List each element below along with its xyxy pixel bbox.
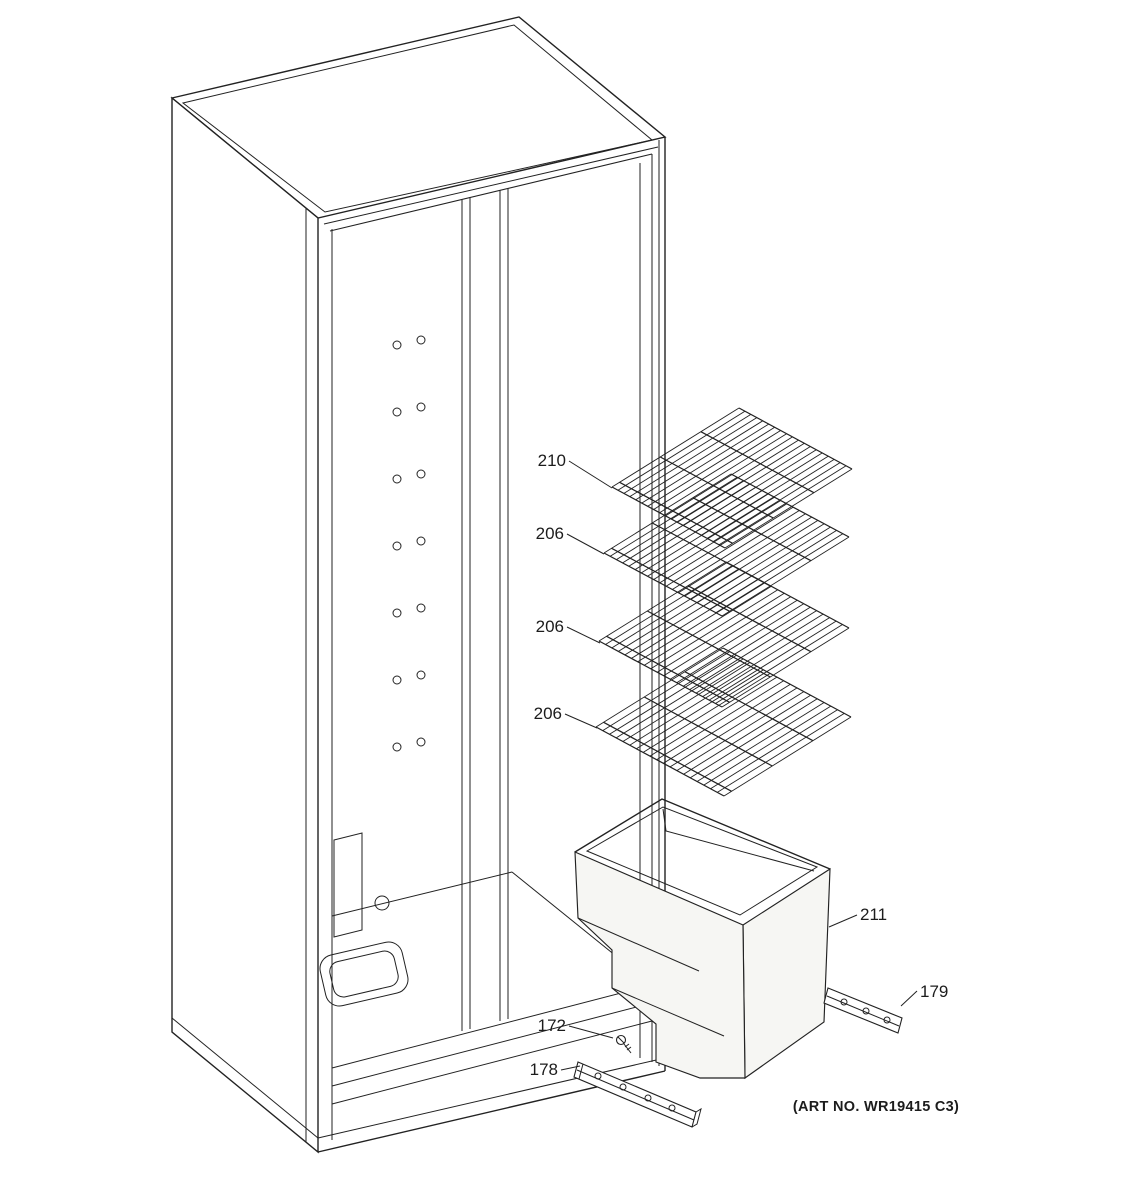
callout-rail-178: 178	[530, 1060, 558, 1079]
wire-shelf-206-b	[598, 561, 850, 708]
leader-211	[828, 914, 858, 928]
drain-pan-outer	[319, 941, 409, 1007]
drain-pan-inner	[329, 950, 399, 998]
leader-206-b	[566, 626, 601, 644]
leader-206-c	[564, 713, 598, 729]
bucket-inner-back-wall	[662, 808, 815, 872]
art-number-label: (ART NO. WR19415 C3)	[793, 1099, 959, 1115]
leader-206-a	[566, 533, 605, 555]
floor-front-edge	[331, 984, 653, 1069]
cabinet-left-side-panel	[171, 96, 319, 1154]
bucket-chute-fold-1	[577, 917, 700, 972]
callout-shelf-206-a: 206	[536, 524, 564, 543]
bucket-rim-back-edge	[574, 798, 831, 870]
bucket-rim-inner	[585, 806, 819, 916]
bottom-mounting-rail	[573, 1061, 702, 1128]
interior-step	[333, 832, 363, 938]
callout-ice-bucket-211: 211	[860, 905, 887, 924]
floor-front-rail-2	[331, 1020, 653, 1105]
wire-shelf-206-a	[603, 473, 850, 617]
cabinet	[170, 16, 667, 1154]
leader-210	[568, 460, 613, 489]
leader-172	[568, 1025, 614, 1039]
ice-bucket	[574, 798, 831, 1080]
wire-shelf-210	[611, 407, 853, 549]
wire-shelf-206-c	[595, 647, 852, 797]
bucket-front-face	[574, 851, 746, 1079]
leader-lines	[560, 460, 918, 1071]
drain-hole	[374, 895, 390, 911]
leader-179	[900, 990, 918, 1007]
callouts: 210 206 206 206 211 179 172 178	[530, 451, 949, 1079]
shelf-support-holes	[392, 335, 426, 752]
opening-top-frame-line-1	[323, 146, 659, 225]
mounting-bracket-right	[823, 987, 903, 1034]
floor-back-edge	[331, 871, 513, 917]
leader-178	[560, 1065, 581, 1071]
callout-bracket-179: 179	[920, 982, 948, 1001]
cabinet-bottom-front-edge-inner	[317, 1057, 666, 1139]
screw	[615, 1034, 632, 1054]
callout-shelf-206-c: 206	[534, 704, 562, 723]
floor-front-rail-1	[331, 1002, 653, 1087]
callout-shelf-210: 210	[538, 451, 566, 470]
callout-shelf-206-b: 206	[536, 617, 564, 636]
bucket-right-face	[742, 867, 831, 1080]
opening-top-frame-line-2	[329, 153, 653, 232]
cabinet-top-face-inner-edge	[181, 24, 654, 213]
bucket-chute-fold-2	[611, 987, 725, 1037]
cabinet-left-bottom-seam	[171, 1017, 319, 1139]
callout-screw-172: 172	[538, 1016, 566, 1035]
